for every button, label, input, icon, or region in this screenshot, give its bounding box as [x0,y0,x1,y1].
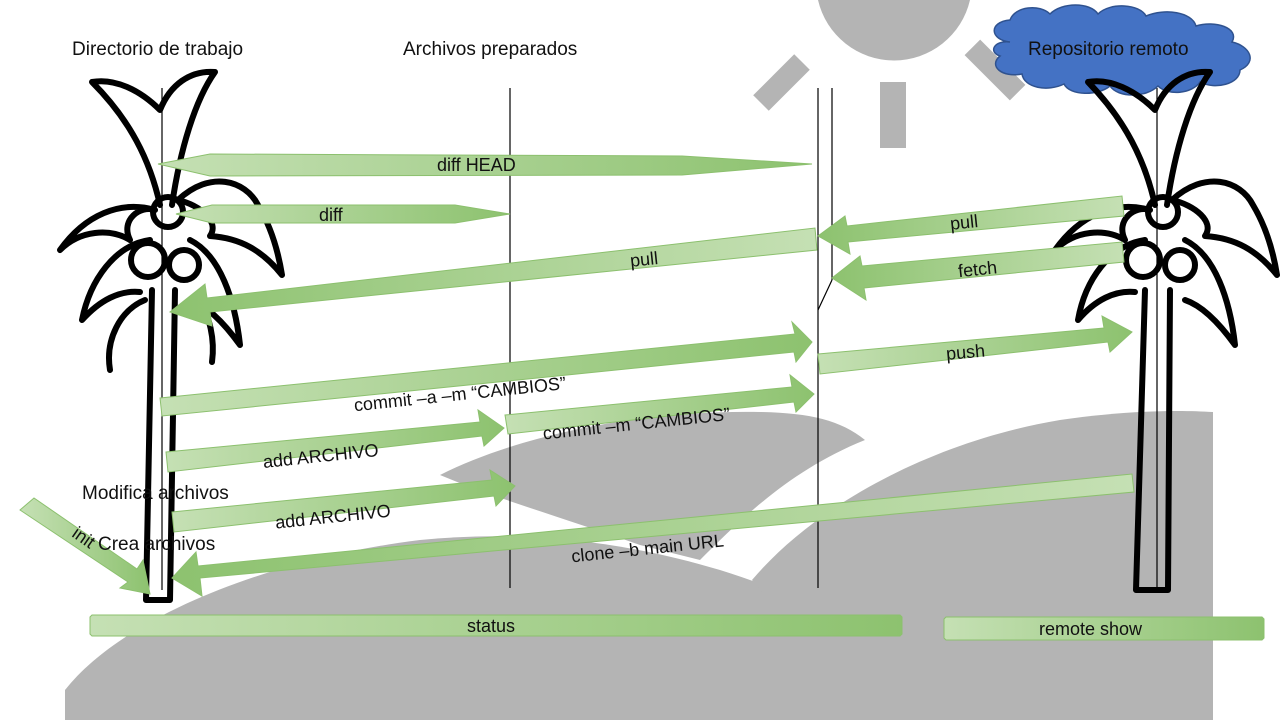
header-working-dir: Directorio de trabajo [72,39,243,60]
sun-ray-center [880,82,906,148]
header-staged: Archivos preparados [403,39,577,60]
label-status: status [467,616,515,636]
sun-shape [818,0,970,61]
lane-local-repo-diag [817,279,833,311]
arrow-init [19,497,151,595]
label-remote-show: remote show [1039,619,1143,639]
arrow-commit-m [504,373,815,435]
arrow-push [817,315,1133,375]
arrow-diff-head [157,153,813,177]
arrow-remote-show [943,616,1265,641]
arrow-fetch [831,241,1125,302]
arrows [19,153,1265,641]
ground-hill-center [440,411,865,560]
label-create-files: Crea archivos [98,534,215,555]
label-pull-remote: pull [949,211,979,234]
label-fetch: fetch [957,257,998,281]
arrow-add-1 [165,408,505,473]
label-diff-head: diff HEAD [437,155,516,175]
label-diff: diff [319,205,344,225]
arrow-pull-local [168,227,818,327]
label-push: push [945,341,986,364]
arrow-status [89,614,903,637]
arrow-clone [171,473,1135,597]
arrow-pull-remote [817,195,1125,255]
arrow-add-2 [171,468,516,533]
arrow-commit-a [159,320,813,417]
label-pull-local: pull [629,248,659,271]
header-remote: Repositorio remoto [1028,39,1189,60]
arrow-diff [175,204,511,224]
label-modify-files: Modifica archivos [82,483,229,504]
sun-ray-left [753,54,810,111]
sun-ray-right [964,39,1026,101]
